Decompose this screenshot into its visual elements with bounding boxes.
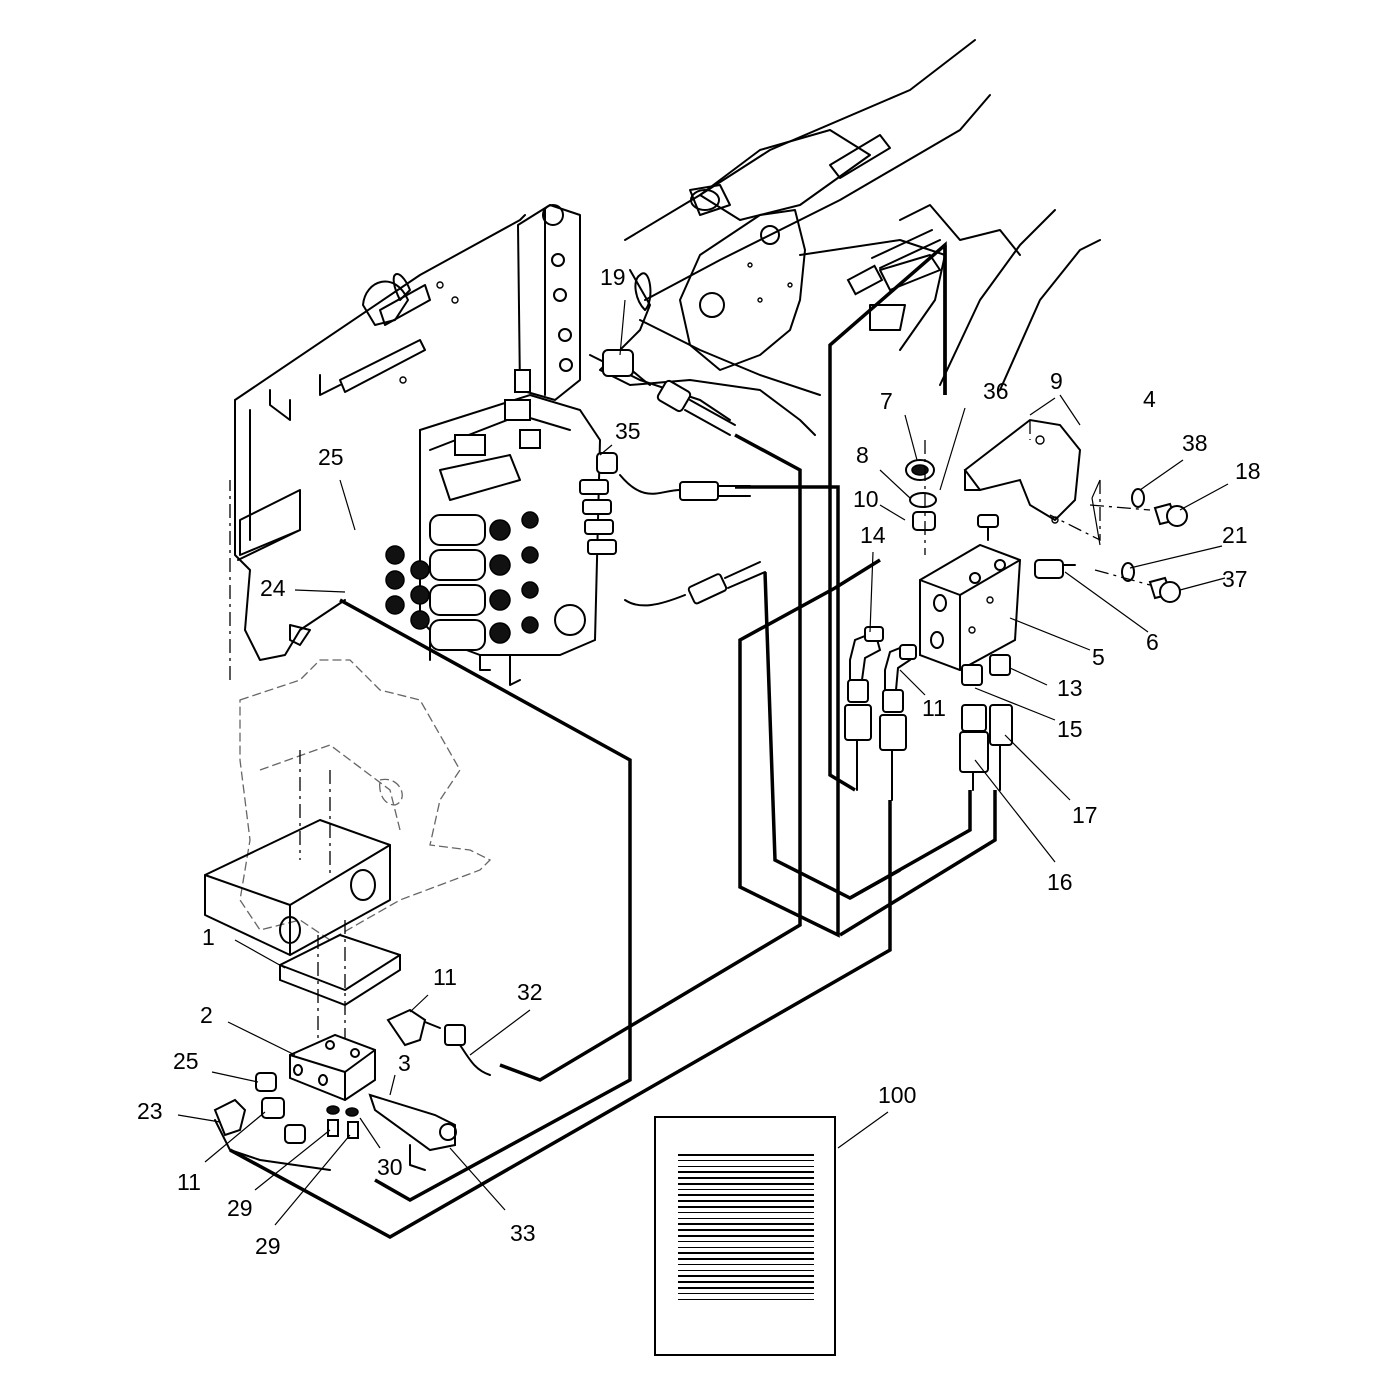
callout-19: 19 — [600, 264, 626, 290]
callout-11-right: 11 — [922, 695, 946, 721]
callout-17: 17 — [1072, 802, 1098, 828]
callout-100: 100 — [878, 1082, 917, 1108]
hose-routing — [229, 241, 997, 1240]
callout-15: 15 — [1057, 716, 1083, 742]
callout-4: 4 — [1143, 386, 1156, 412]
callout-25-top: 25 — [318, 444, 344, 470]
callout-35: 35 — [615, 418, 641, 444]
callout-33: 33 — [510, 1220, 536, 1246]
callout-30: 30 — [377, 1154, 403, 1180]
callout-1: 1 — [202, 924, 215, 950]
solenoid-row — [385, 511, 539, 651]
callout-10: 10 — [853, 486, 879, 512]
callout-23: 23 — [137, 1098, 163, 1124]
valve-hoses — [596, 349, 766, 607]
valve-caps — [554, 479, 617, 636]
callout-16: 16 — [1047, 869, 1073, 895]
loader-arm — [589, 39, 1101, 436]
callout-38: 38 — [1182, 430, 1208, 456]
callout-3: 3 — [398, 1050, 411, 1076]
callout-7: 7 — [880, 388, 893, 414]
manifold-block-5 — [919, 514, 1022, 672]
callout-25-bottom: 25 — [173, 1048, 199, 1074]
callout-29-lower: 29 — [255, 1233, 281, 1259]
hose-fittings-right — [844, 626, 1013, 801]
bracket-4 — [963, 418, 1188, 603]
callout-13: 13 — [1057, 675, 1083, 701]
callout-9: 9 — [1050, 368, 1063, 394]
callout-18: 18 — [1235, 458, 1261, 484]
valve-mounting-frame — [234, 204, 581, 661]
callout-5: 5 — [1092, 644, 1105, 670]
callout-leaders — [177, 299, 1229, 1226]
callout-2: 2 — [200, 1002, 213, 1028]
parts-legend-card — [654, 1116, 836, 1356]
callout-11-left: 11 — [177, 1169, 201, 1195]
control-valve-assembly — [385, 369, 617, 686]
phantom-chassis — [229, 480, 492, 941]
callout-37: 37 — [1222, 566, 1248, 592]
callout-24: 24 — [260, 575, 286, 601]
callout-32: 32 — [517, 979, 543, 1005]
callout-29-upper: 29 — [227, 1195, 253, 1221]
callout-8: 8 — [856, 442, 869, 468]
small-fittings-right — [905, 440, 1076, 579]
mounting-block-1 — [204, 819, 401, 1050]
legend-text-lines — [678, 1154, 814, 1304]
callout-6: 6 — [1146, 629, 1159, 655]
callout-36: 36 — [983, 378, 1009, 404]
callout-21: 21 — [1222, 522, 1248, 548]
callout-14: 14 — [860, 522, 886, 548]
callout-11-middle: 11 — [433, 964, 457, 990]
valve-block-2 — [213, 1008, 491, 1171]
